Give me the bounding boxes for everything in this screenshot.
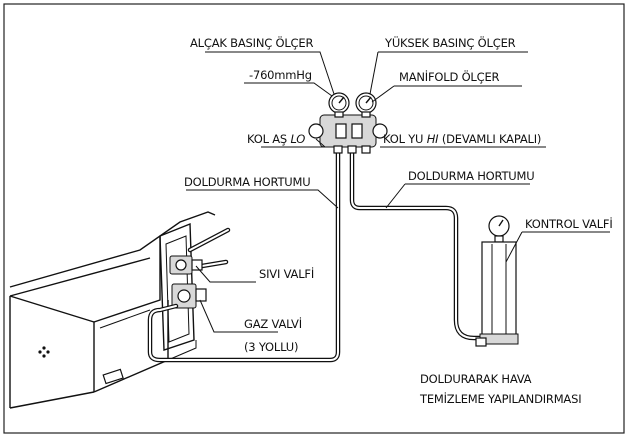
charging-cylinder bbox=[475, 215, 519, 347]
outdoor-unit bbox=[9, 211, 216, 409]
vacuum-label: -760mmHg bbox=[249, 68, 312, 82]
liquid-valve-label: SIVI VALFİ bbox=[259, 266, 314, 281]
high-handle bbox=[372, 123, 388, 139]
low-gauge-label: ALÇAK BASINÇ ÖLÇER bbox=[190, 34, 313, 50]
low-handle-label: KOL AŞ LO bbox=[247, 132, 305, 146]
manifold-gauge-label: MANİFOLD ÖLÇER bbox=[399, 68, 500, 84]
check-valve-label: KONTROL VALFİ bbox=[525, 216, 613, 231]
manifold-body bbox=[319, 114, 377, 148]
caption-line-1: DOLDURARAK HAVA bbox=[420, 372, 532, 386]
gas-valve-label: GAZ VALVİ bbox=[244, 316, 302, 331]
caption-line-2: TEMİZLEME YAPILANDIRMASI bbox=[419, 391, 581, 406]
high-handle-label: KOL YU HI (DEVAMLI KAPALI) bbox=[383, 132, 541, 146]
charge-hose-right-label: DOLDURMA HORTUMU bbox=[408, 169, 534, 183]
manifold-gauge-set bbox=[308, 92, 388, 154]
low-handle bbox=[308, 123, 324, 139]
gas-valve bbox=[171, 283, 207, 309]
diagram-frame bbox=[3, 3, 625, 434]
high-gauge-label: YÜKSEK BASINÇ ÖLÇER bbox=[384, 34, 516, 50]
leader-lines bbox=[186, 51, 610, 333]
charge-hose-left-label: DOLDURMA HORTUMU bbox=[184, 175, 310, 189]
gas-valve-sublabel: (3 YOLLU) bbox=[244, 340, 298, 354]
liquid-valve bbox=[169, 255, 203, 275]
